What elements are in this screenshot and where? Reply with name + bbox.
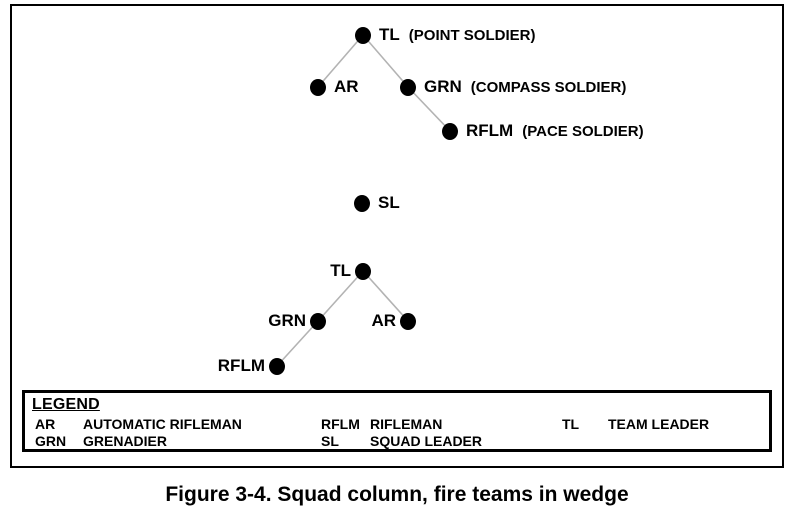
soldier-label-tl-trail: TL <box>330 260 351 282</box>
legend-meaning-sl: SQUAD LEADER <box>370 433 483 449</box>
legend-title: LEGEND <box>32 396 100 413</box>
connector-line-grn-rflm-lead <box>407 86 451 132</box>
soldier-label-rflm-trail: RFLM <box>218 355 265 377</box>
soldier-abbr-sl: SL <box>378 193 400 212</box>
soldier-note-point: (POINT SOLDIER) <box>408 27 536 44</box>
soldier-abbr-grn-trail: GRN <box>268 311 306 330</box>
soldier-abbr-tl-trail: TL <box>330 261 351 280</box>
legend-cell-empty <box>562 433 608 450</box>
connector-line-tl-grn-trail <box>317 270 364 322</box>
soldier-label-grn-trail: GRN <box>268 310 306 332</box>
legend-abbr-tl: TL <box>562 416 580 432</box>
soldier-note-pace: (PACE SOLDIER) <box>522 123 644 140</box>
soldier-dot-grn-lead <box>400 79 416 96</box>
legend-abbr-rflm: RFLM <box>321 416 360 432</box>
soldier-abbr-rflm-trail: RFLM <box>217 356 265 375</box>
connector-line-tl-ar-trail <box>362 270 409 322</box>
soldier-label-grn-lead: GRN (COMPASS SOLDIER) <box>424 76 626 98</box>
legend-entries: AR AUTOMATIC RIFLEMAN RFLM RIFLEMAN TL T… <box>35 416 761 450</box>
soldier-abbr-ar-lead: AR <box>334 77 359 96</box>
soldier-dot-tl-lead <box>355 27 371 44</box>
soldier-dot-ar-trail <box>400 313 416 330</box>
soldier-note-compass: (COMPASS SOLDIER) <box>470 79 627 96</box>
diagram-frame: TL (POINT SOLDIER) AR GRN (COMPASS SOLDIER… <box>10 4 784 468</box>
legend-meaning-ar: AUTOMATIC RIFLEMAN <box>83 416 242 432</box>
connector-line-tl-ar-lead <box>317 34 364 88</box>
legend-meaning-grn: GRENADIER <box>83 433 168 449</box>
figure-caption: Figure 3-4. Squad column, fire teams in … <box>165 483 629 506</box>
legend-abbr-sl: SL <box>321 433 339 449</box>
soldier-label-sl: SL <box>378 192 400 214</box>
soldier-dot-grn-trail <box>310 313 326 330</box>
connector-line-tl-grn-lead <box>362 34 409 88</box>
soldier-dot-sl <box>354 195 370 212</box>
soldier-dot-tl-trail <box>355 263 371 280</box>
legend-meaning-tl: TEAM LEADER <box>608 416 710 432</box>
legend-box: LEGEND AR AUTOMATIC RIFLEMAN RFLM RIFLEM… <box>22 390 772 452</box>
legend-cell-empty <box>608 433 761 450</box>
soldier-label-tl-lead: TL (POINT SOLDIER) <box>379 24 535 46</box>
legend-abbr-grn: GRN <box>35 433 67 449</box>
soldier-abbr-rflm-lead: RFLM <box>466 121 514 140</box>
soldier-abbr-grn-lead: GRN <box>424 77 462 96</box>
soldier-label-ar-lead: AR <box>334 76 359 98</box>
legend-abbr-ar: AR <box>35 416 56 432</box>
soldier-abbr-tl-lead: TL <box>379 25 400 44</box>
soldier-label-ar-trail: AR <box>371 310 396 332</box>
formation-connector-lines <box>276 34 451 367</box>
soldier-dot-ar-lead <box>310 79 326 96</box>
soldier-label-rflm-lead: RFLM (PACE SOLDIER) <box>466 120 644 142</box>
soldier-dot-rflm-lead <box>442 123 458 140</box>
soldier-abbr-ar-trail: AR <box>371 311 396 330</box>
formation-diagram: TL (POINT SOLDIER) AR GRN (COMPASS SOLDIER… <box>12 6 782 466</box>
soldier-dot-rflm-trail <box>269 358 285 375</box>
legend-meaning-rflm: RIFLEMAN <box>370 416 443 432</box>
connector-line-grn-rflm-trail <box>276 320 319 367</box>
legend-content: LEGEND AR AUTOMATIC RIFLEMAN RFLM RIFLEM… <box>25 393 769 454</box>
